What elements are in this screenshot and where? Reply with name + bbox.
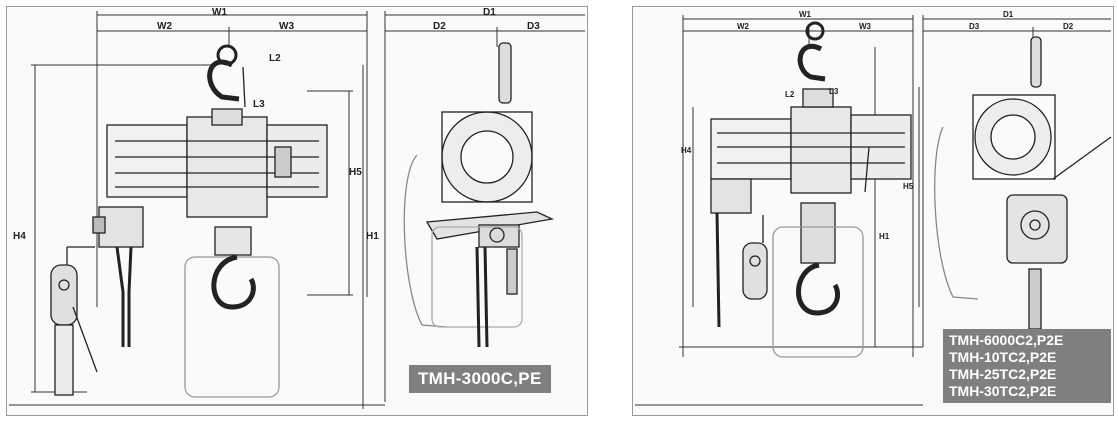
model-label: TMH-30TC2,P2E [949,383,1057,399]
d3-label: D3 [969,22,980,31]
model-label: TMH-6000C2,P2E [949,332,1064,348]
l2-label: L2 [785,90,795,99]
hoist-drawing-single: W1 W2 W3 D1 D2 D3 H4 H5 H1 L2 L3 [9,7,585,409]
h4-label: H4 [13,231,26,242]
w1-label: W1 [799,10,812,19]
w3-label: W3 [859,22,872,31]
chain-bucket [184,256,280,398]
top-hook-shape [207,59,240,102]
pendant-control [742,242,768,300]
h5-label: H5 [349,167,362,178]
gearbox [790,106,852,194]
l2-label: L2 [269,53,281,64]
l3-label: L3 [829,87,839,96]
hoist-front-view [50,44,328,398]
drawing-panel-double: W1 W2 W3 D1 D2 D3 H4 H1 H5 L2 L3 TMH-600… [632,6,1114,416]
h1-label: H1 [879,232,890,241]
model-label-list: TMH-6000C2,P2E TMH-10TC2,P2E TMH-25TC2,P… [943,329,1111,403]
hoist-drawing-double: W1 W2 W3 D1 D2 D3 H4 H1 H5 L2 L3 [635,10,1112,406]
chain-bucket [772,226,864,358]
h1-label: H1 [366,231,379,242]
lower-block [800,202,836,264]
w3-label: W3 [279,21,294,32]
w2-label: W2 [157,21,172,32]
d1-label: D1 [1003,10,1014,19]
d1-label: D1 [483,7,496,18]
hoist-front-view [710,21,912,358]
control-box [98,206,144,248]
pendant-control [50,264,78,326]
model-label-single: TMH-3000C,PE [409,365,551,393]
bottom-hook-shape [211,254,256,310]
h4-label: H4 [681,146,692,155]
motor-housing [710,118,792,180]
w1-label: W1 [212,7,227,18]
hoist-side-view [934,36,1112,330]
w2-label: W2 [737,22,750,31]
motor-housing [106,124,188,198]
d3-label: D3 [527,21,540,32]
lower-block [214,226,252,256]
top-hook-shape [797,44,826,82]
control-box [710,178,752,214]
d2-label: D2 [1063,22,1074,31]
drawing-panel-single: W1 W2 W3 D1 D2 D3 H4 H5 H1 L2 L3 TMH-300… [6,6,588,416]
model-label: TMH-10TC2,P2E [949,349,1057,365]
d2-label: D2 [433,21,446,32]
hoist-side-view [403,42,555,348]
l3-label: L3 [253,99,265,110]
bottom-hook-shape [796,262,841,316]
gearbox [186,116,268,218]
h5-label: H5 [903,182,914,191]
model-label: TMH-25TC2,P2E [949,366,1057,382]
